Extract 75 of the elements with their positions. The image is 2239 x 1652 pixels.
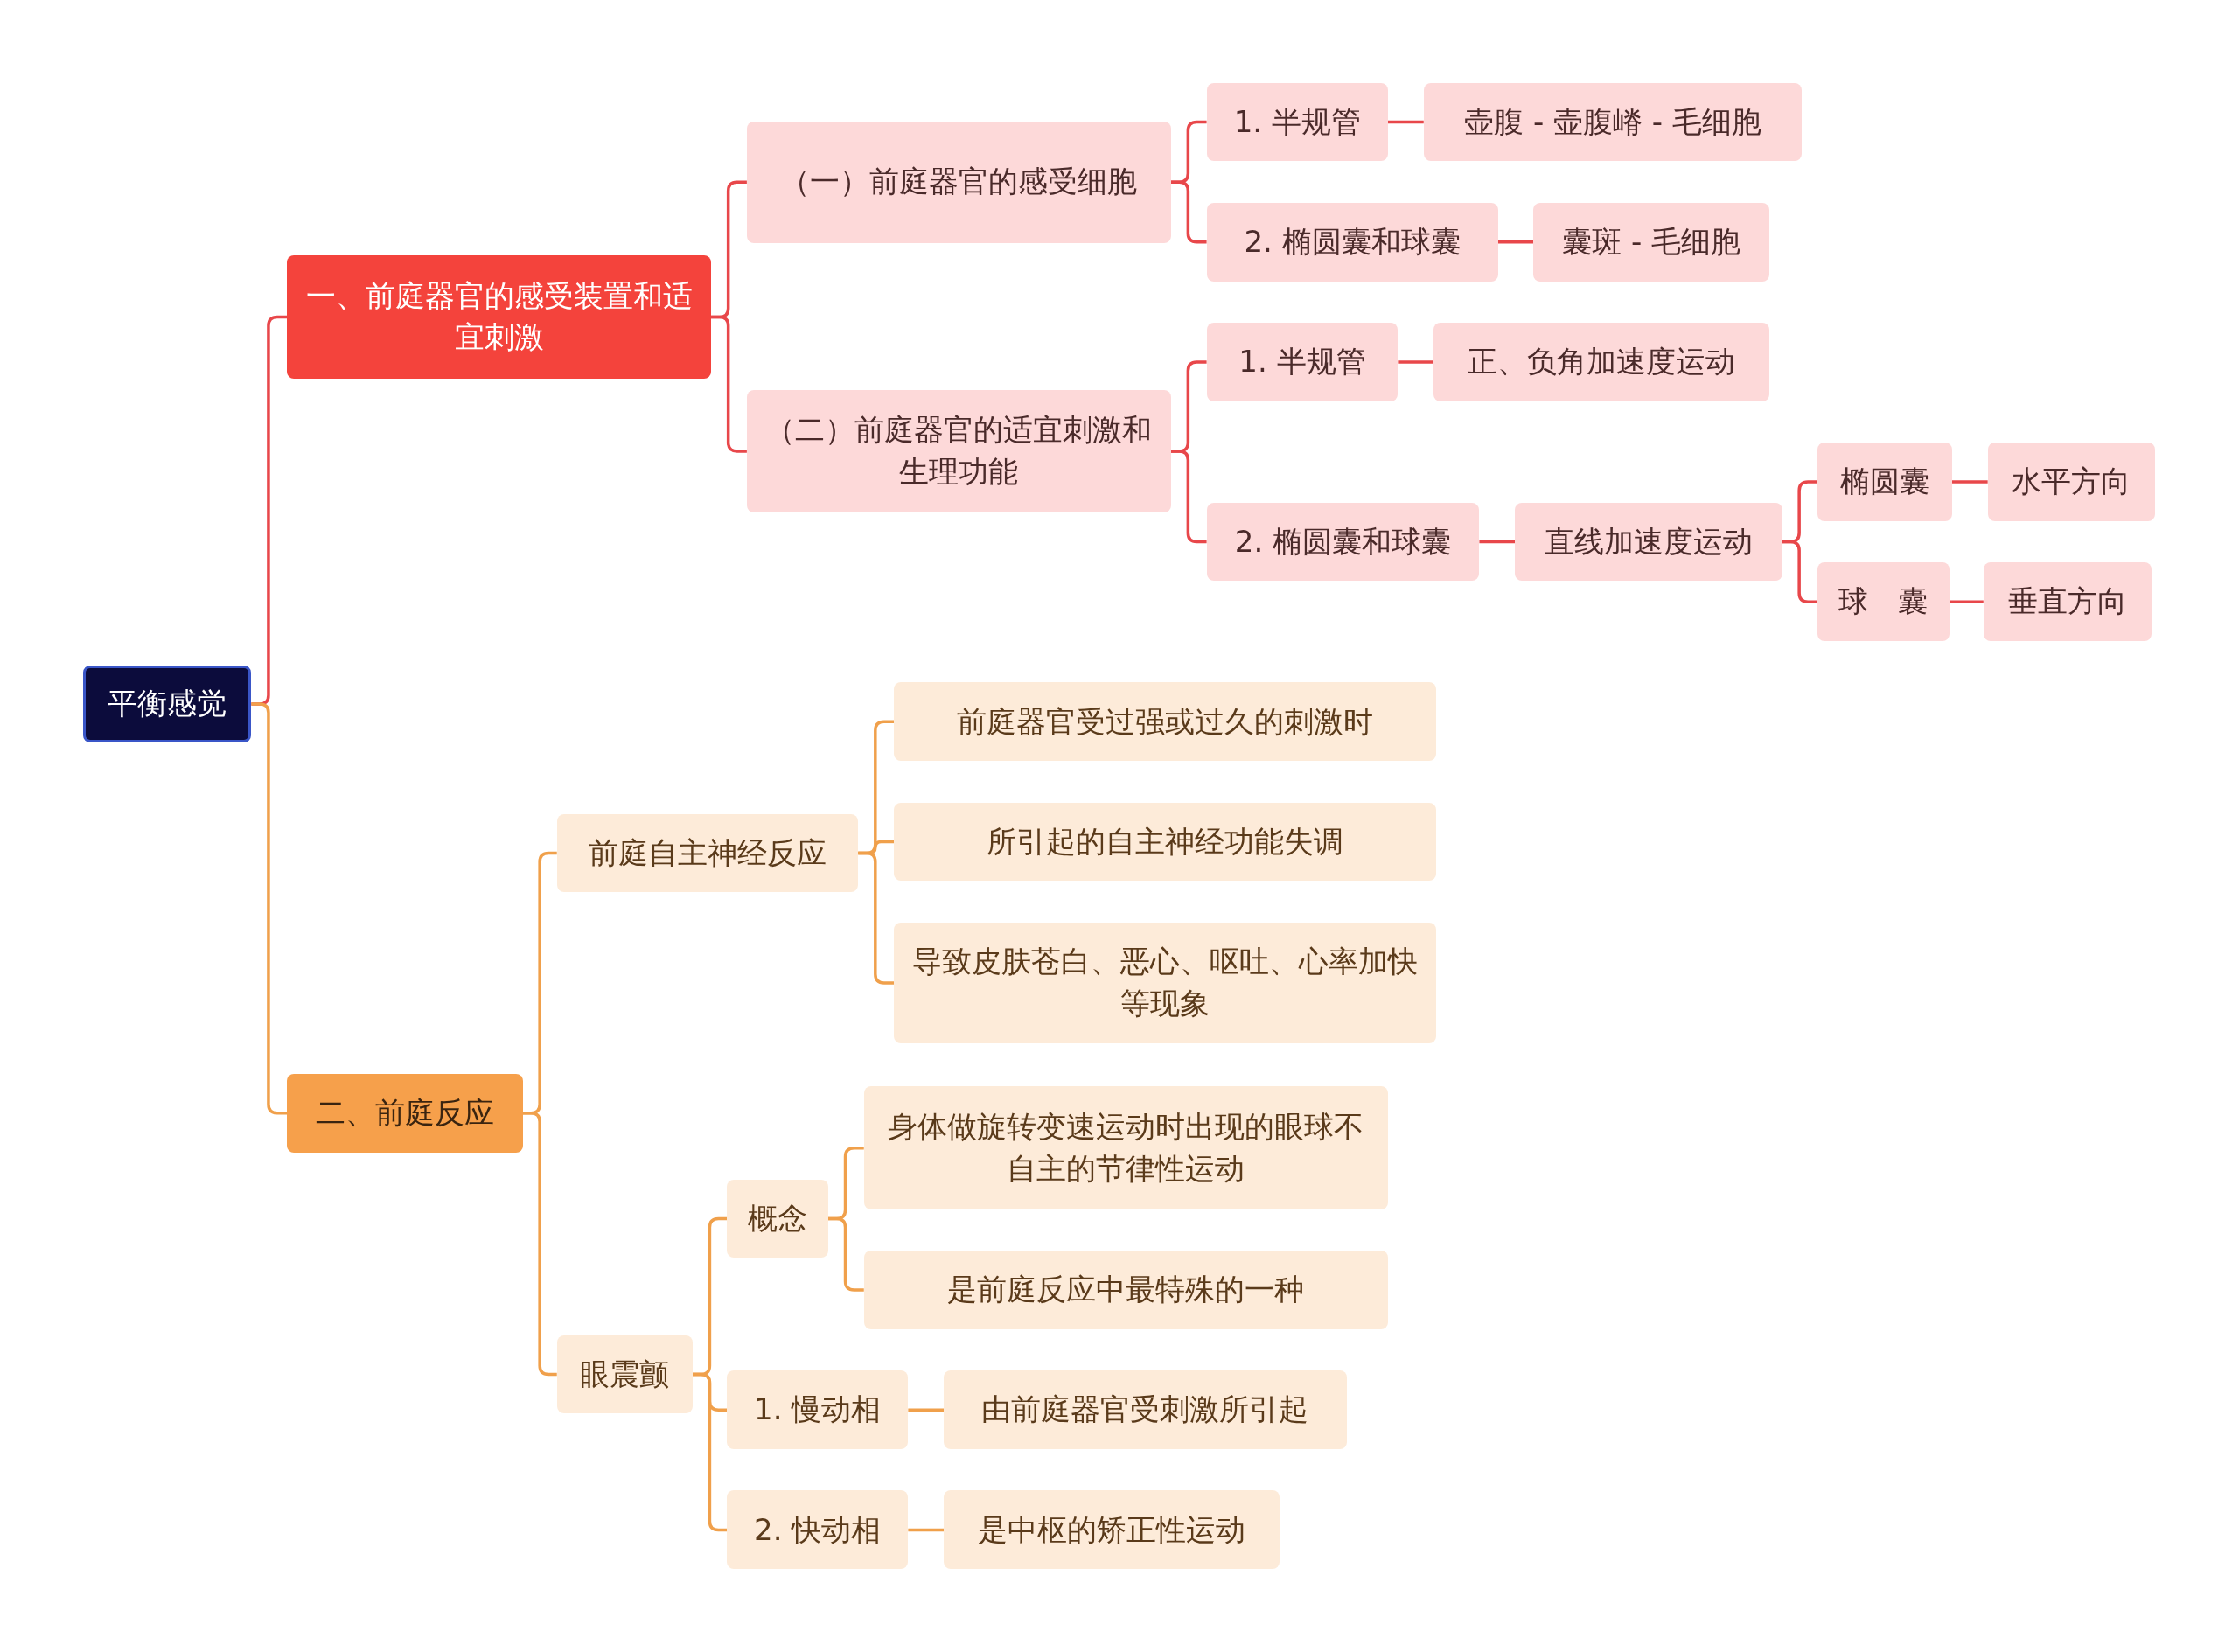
- subtopic-box: [944, 1370, 1347, 1450]
- topic-text: 平衡感觉: [108, 685, 227, 723]
- topic-text: 2. 椭圆囊和球囊: [1244, 222, 1461, 261]
- connector-line: [1497, 240, 1534, 244]
- subtopic-box: [746, 121, 1171, 243]
- connector-line: [1479, 540, 1516, 544]
- topic-text: 正、负角加速度运动: [1468, 343, 1735, 381]
- topic-text: 2. 椭圆囊和球囊: [1234, 522, 1452, 561]
- topic-text: 椭圆囊: [1840, 463, 1930, 501]
- topic-text: 是前庭反应中最特殊的一种: [947, 1271, 1305, 1309]
- subtopic-box: [556, 1335, 693, 1414]
- connector-line: [908, 1528, 945, 1532]
- topic-text: 由前庭器官受刺激所引起: [981, 1391, 1309, 1429]
- topic-text: 囊斑 - 毛细胞: [1562, 222, 1741, 261]
- subtopic-box: [727, 1179, 828, 1258]
- topic-text: 前庭器官受过强或过久的刺激时: [957, 702, 1374, 741]
- topic-text: 眼震颤: [580, 1355, 670, 1393]
- subtopic-box: [894, 802, 1437, 882]
- subtopic-box: [863, 1086, 1388, 1209]
- subtopic-box: [944, 1490, 1280, 1570]
- main-topic-box: [287, 255, 712, 379]
- connector-line: [711, 315, 747, 453]
- main-topic-box: [287, 1073, 523, 1153]
- connector-line: [1398, 360, 1434, 364]
- subtopic-box: [1817, 562, 1950, 642]
- topic-text: 壶腹 - 壶腹嵴 - 毛细胞: [1464, 102, 1761, 141]
- topic-text: （一）前庭器官的感受细胞: [780, 163, 1138, 201]
- connector-line: [1387, 120, 1424, 124]
- topic-text: 球 囊: [1838, 582, 1929, 621]
- subtopic-box: [1983, 562, 2152, 642]
- subtopic-box: [727, 1490, 909, 1570]
- topic-text: 垂直方向: [2008, 582, 2128, 621]
- subtopic-box: [894, 682, 1437, 762]
- subtopic-box: [1433, 322, 1769, 401]
- subtopic-box: [727, 1370, 909, 1450]
- topic-text: 1. 慢动相: [754, 1391, 882, 1429]
- connector-line: [827, 1216, 864, 1292]
- topic-text: 是中枢的矫正性运动: [978, 1510, 1245, 1549]
- topic-text: 直线加速度运动: [1544, 522, 1753, 561]
- subtopic-box: [1533, 202, 1769, 282]
- topic-text: 1. 半规管: [1238, 343, 1366, 381]
- subtopic-box: [1987, 443, 2155, 521]
- topic-text: 一、前庭器官的感受装置和适宜刺激: [304, 276, 694, 357]
- connector-line: [1951, 480, 1988, 484]
- subtopic-box: [746, 389, 1171, 513]
- subtopic-box: [1206, 502, 1480, 582]
- topic-text: 所引起的自主神经功能失调: [987, 822, 1344, 861]
- connector-line: [692, 1372, 727, 1532]
- connector-line: [1949, 600, 1984, 603]
- subtopic-box: [1423, 82, 1803, 162]
- subtopic-box: [1206, 82, 1388, 162]
- connector-line: [522, 1111, 557, 1377]
- subtopic-box: [1206, 202, 1498, 282]
- subtopic-box: [863, 1251, 1388, 1329]
- topic-text: 身体做旋转变速运动时出现的眼球不自主的节律性运动: [887, 1108, 1365, 1188]
- topic-text: （二）前庭器官的适宜刺激和生理功能: [764, 411, 1154, 491]
- subtopic-box: [556, 813, 859, 893]
- subtopic-box: [1817, 443, 1952, 521]
- connector-line: [908, 1408, 945, 1412]
- topic-text: 前庭自主神经反应: [588, 833, 827, 872]
- connector-line: [1782, 540, 1818, 603]
- connector-line: [1170, 180, 1207, 244]
- subtopic-box: [894, 922, 1437, 1044]
- root-topic-box: [82, 665, 252, 742]
- topic-text: 二、前庭反应: [315, 1093, 494, 1132]
- subtopic-box: [1206, 322, 1399, 401]
- topic-text: 概念: [747, 1199, 807, 1237]
- connector-line: [858, 851, 895, 985]
- topic-text: 1. 半规管: [1233, 102, 1361, 141]
- topic-text: 水平方向: [2012, 463, 2131, 501]
- topic-text: 导致皮肤苍白、恶心、呕吐、心率加快等现象: [911, 943, 1419, 1023]
- subtopic-box: [1515, 502, 1782, 582]
- topic-text: 2. 快动相: [754, 1510, 882, 1549]
- connector-line: [251, 702, 288, 1115]
- connector-line: [1170, 450, 1207, 544]
